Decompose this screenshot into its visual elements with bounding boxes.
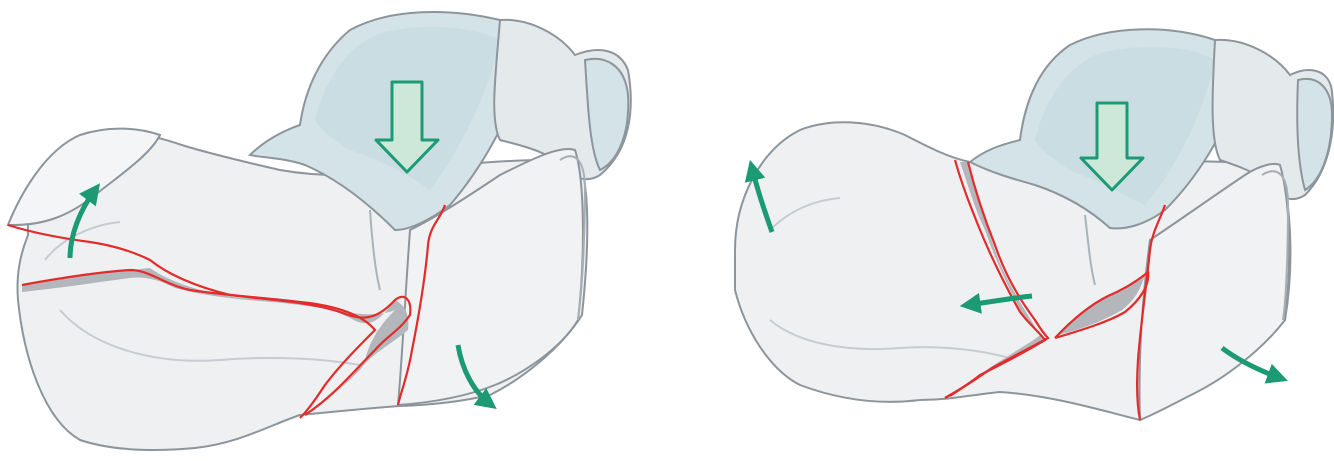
right-cuboid-facet [1297, 79, 1332, 190]
left-panel [8, 12, 631, 450]
right-panel [735, 29, 1333, 420]
